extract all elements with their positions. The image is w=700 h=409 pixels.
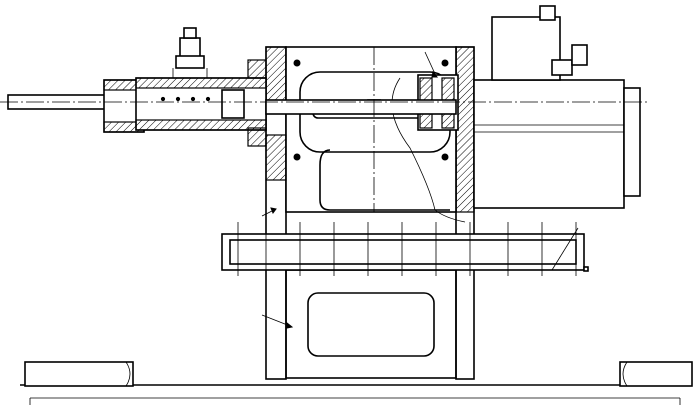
main-housing bbox=[265, 46, 475, 223]
spindle-cylinder bbox=[7, 27, 457, 147]
base-frame bbox=[20, 361, 693, 405]
bolt-flange bbox=[221, 222, 589, 276]
motor bbox=[473, 5, 641, 209]
